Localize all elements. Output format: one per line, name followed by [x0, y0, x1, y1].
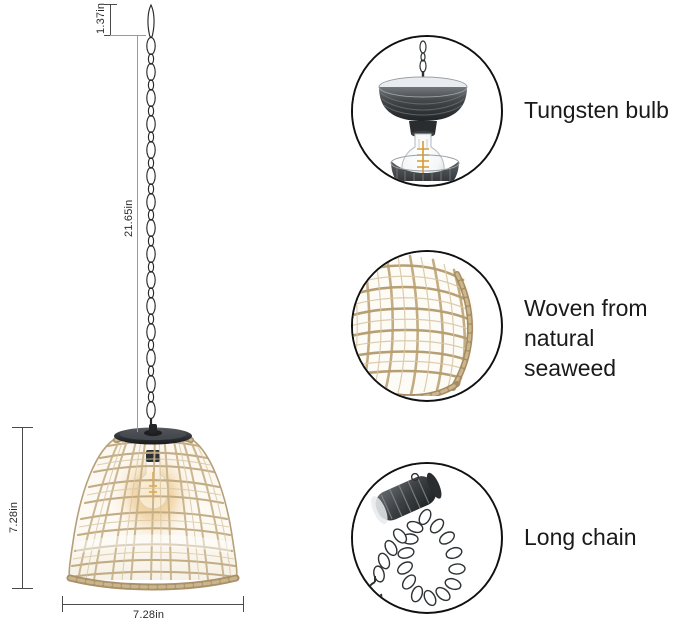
callout-image-woven-seaweed	[351, 250, 503, 402]
chain-graphic	[128, 2, 174, 432]
dimension-label-shade-width: 7.28in	[133, 609, 165, 621]
dimension-line-shade-height	[22, 427, 23, 588]
dimension-label-shade-height: 7.28in	[8, 501, 20, 533]
dimension-line-hook-height	[110, 4, 111, 35]
dimension-cap-width-right	[243, 596, 244, 612]
callout-label-woven-seaweed: Woven from natural seaweed	[524, 295, 648, 381]
dimension-label-chain-length: 21.65in	[123, 199, 135, 238]
dimension-line-shade-width	[62, 604, 244, 605]
dimension-cap-hook-top	[104, 4, 117, 5]
callout-label-tungsten-bulb: Tungsten bulb	[524, 97, 669, 123]
callout-image-long-chain	[351, 462, 503, 614]
dimension-label-hook-height: 1.37in	[95, 2, 107, 34]
dimension-cap-shade-top	[12, 427, 33, 428]
dimension-cap-shade-bottom	[12, 588, 33, 589]
woven-shade-graphic	[58, 424, 248, 596]
feature-callouts-panel: Tungsten bulb	[340, 0, 679, 625]
dimension-line-chain-length	[137, 35, 138, 432]
dimension-drawing-panel: 1.37in 21.65in 7.28in 7.28in	[8, 2, 248, 621]
extension-line-chain-top	[112, 35, 146, 36]
dimension-cap-width-left	[62, 596, 63, 612]
callout-label-long-chain: Long chain	[524, 524, 637, 550]
callout-image-tungsten-bulb	[351, 35, 503, 187]
